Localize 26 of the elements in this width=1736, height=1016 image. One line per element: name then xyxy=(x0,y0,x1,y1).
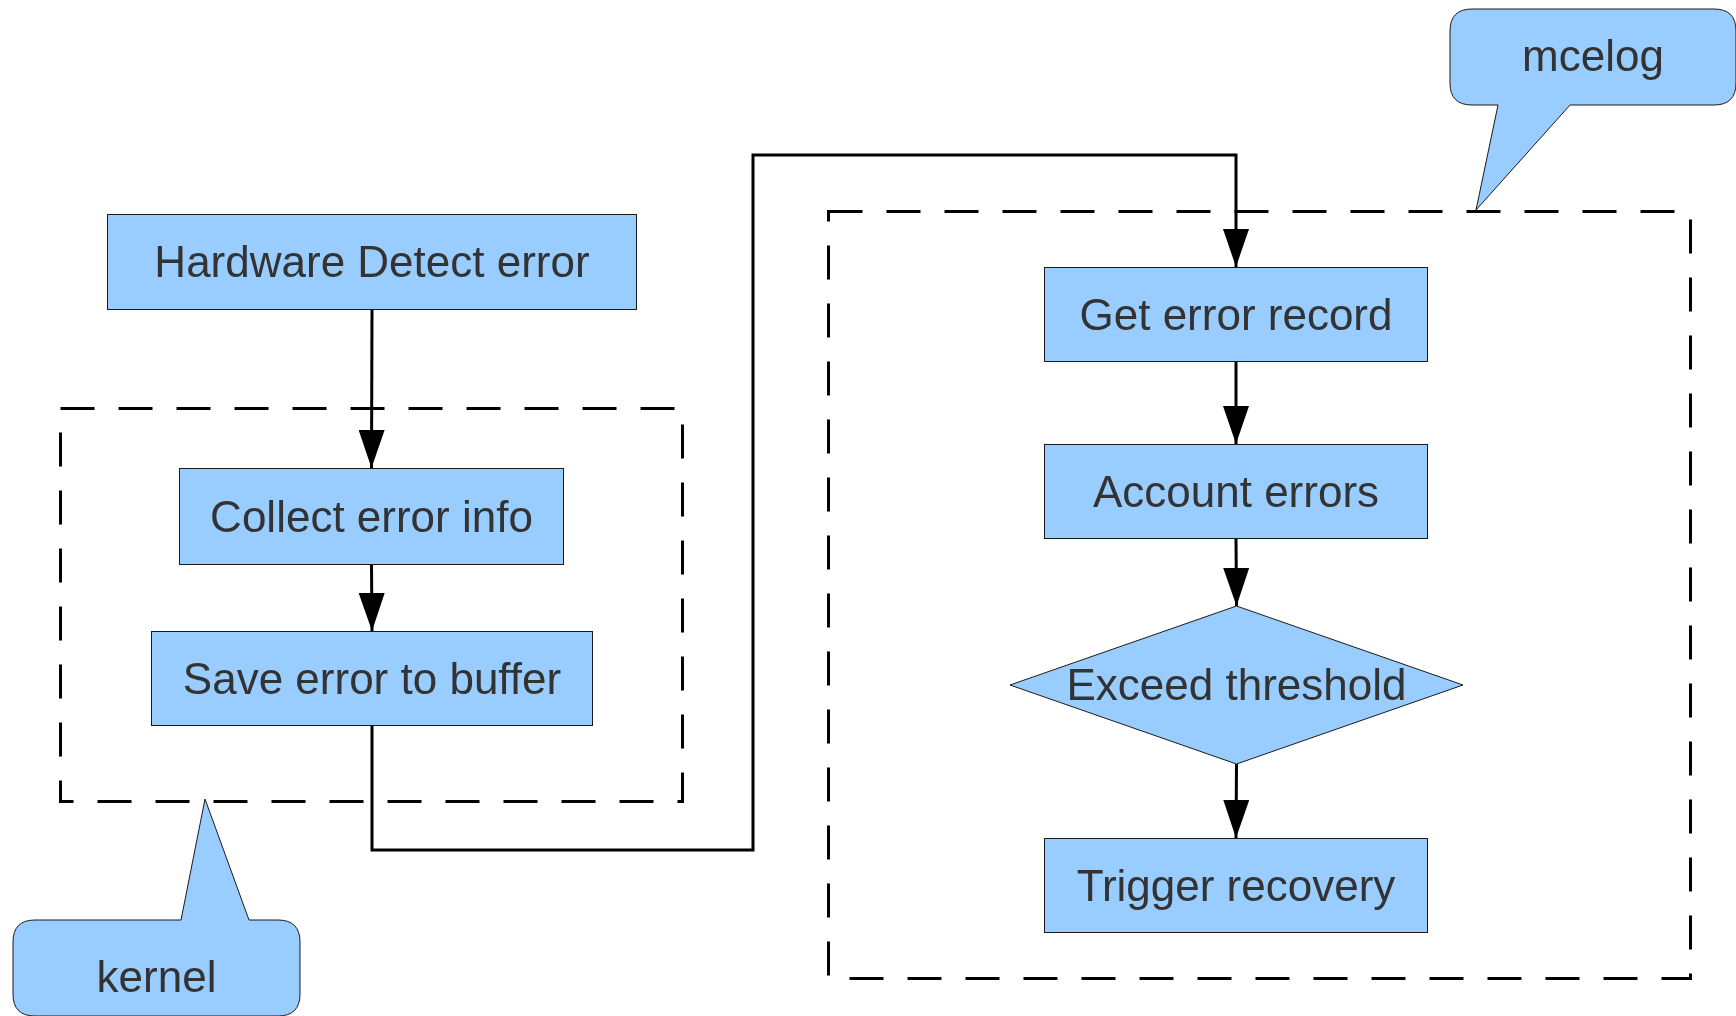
process-box xyxy=(179,468,564,565)
arrow xyxy=(1223,764,1250,838)
process-box xyxy=(151,631,593,726)
callout-label: kernel xyxy=(96,952,217,1002)
arrow xyxy=(358,310,385,468)
callout-bubble xyxy=(1450,9,1736,210)
dashed-group xyxy=(827,210,1692,980)
node-label: Collect error info xyxy=(210,491,533,542)
process-box xyxy=(1044,267,1428,362)
dashed-group xyxy=(59,407,684,803)
callout-bubble xyxy=(13,799,300,1016)
node-label: Account errors xyxy=(1092,466,1380,517)
node-label: Get error record xyxy=(1079,289,1393,340)
decision-diamond xyxy=(1010,606,1463,764)
process-box xyxy=(1044,838,1428,933)
process-box xyxy=(107,214,637,310)
node-label: Hardware Detect error xyxy=(154,237,590,287)
arrow xyxy=(1223,539,1250,606)
node-label: Trigger recovery xyxy=(1076,860,1396,911)
process-box xyxy=(1044,444,1428,539)
node-label: Exceed threshold xyxy=(1066,660,1407,710)
callout-label: mcelog xyxy=(1522,31,1664,81)
node-label: Save error to buffer xyxy=(182,653,562,704)
arrow xyxy=(1223,362,1249,444)
arrow xyxy=(358,565,385,631)
arrow xyxy=(370,153,1249,852)
